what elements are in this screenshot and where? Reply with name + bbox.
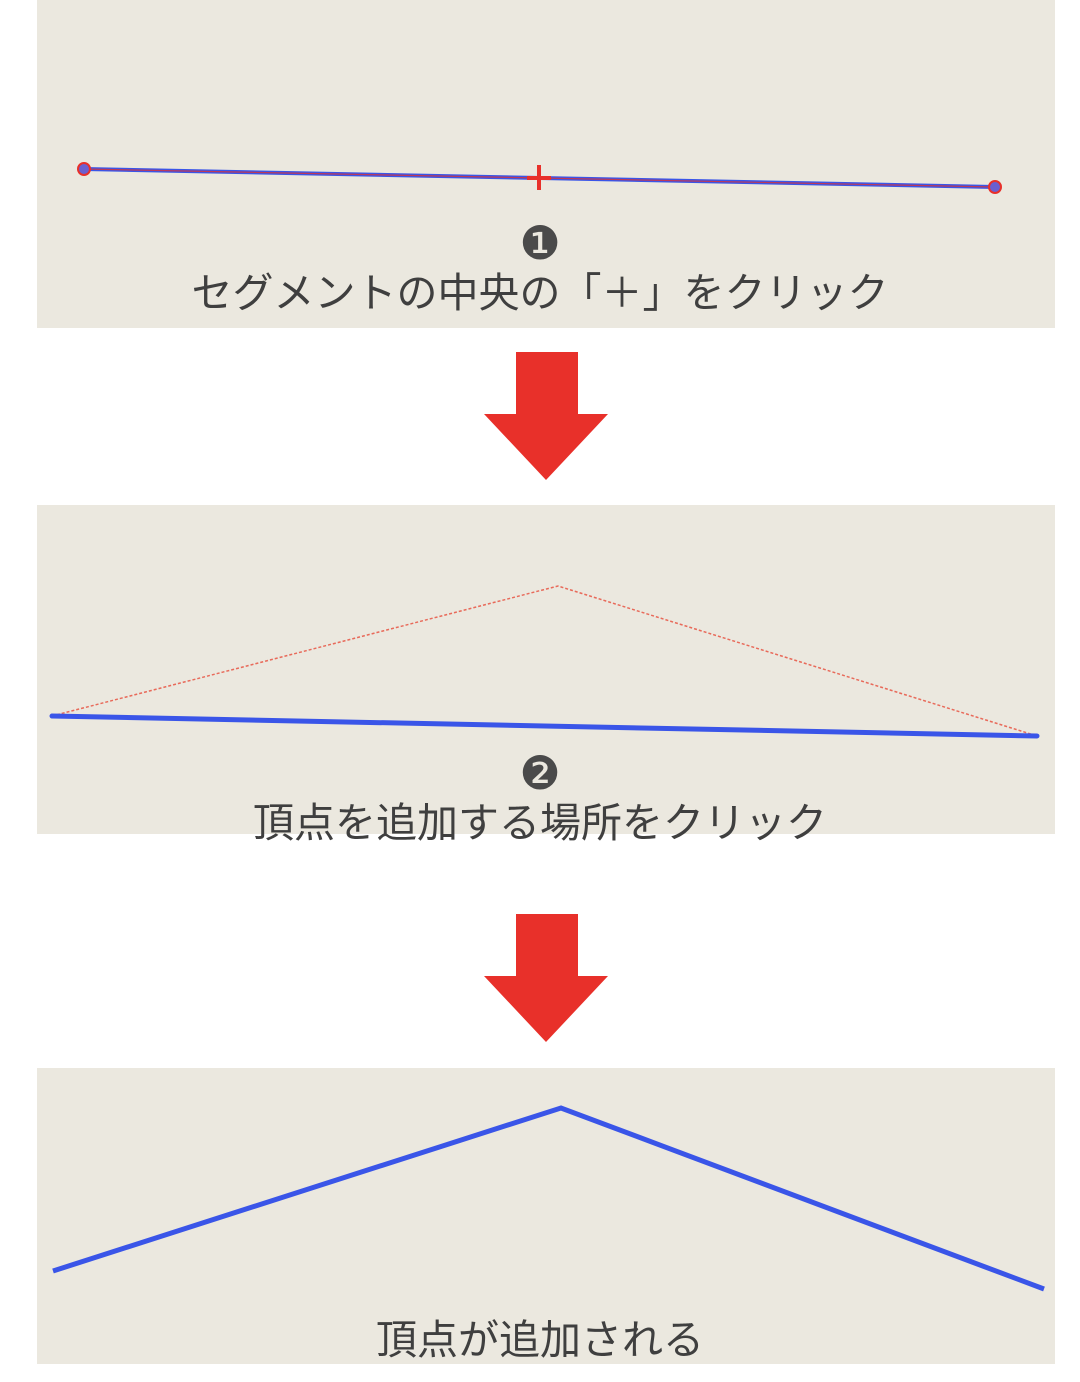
- step-3-polyline: [52, 1105, 1045, 1292]
- vertex-handle-icon[interactable]: [988, 180, 1002, 194]
- result-line: [52, 1105, 1045, 1292]
- step-1-segment: [77, 162, 1002, 194]
- step-1-caption: セグメントの中央の「＋」をクリック: [191, 269, 889, 317]
- step-3-caption: 頂点が追加される: [376, 1316, 704, 1364]
- step-3-panel: [37, 1068, 1055, 1364]
- step-1-panel: [37, 0, 1055, 328]
- step-2-panel: [37, 505, 1055, 834]
- segment-line: [49, 713, 1040, 739]
- down-arrow-icon: [484, 352, 608, 480]
- step-2-segment: [49, 585, 1040, 739]
- preview-dashed-line: [51, 585, 1038, 737]
- step-2-number: ❷: [519, 746, 561, 800]
- down-arrow-icon: [484, 914, 608, 1042]
- step-1-number: ❶: [519, 216, 561, 270]
- plus-icon[interactable]: [527, 165, 551, 190]
- vertex-handle-icon[interactable]: [77, 162, 91, 176]
- step-2-caption: 頂点を追加する場所をクリック: [253, 799, 827, 847]
